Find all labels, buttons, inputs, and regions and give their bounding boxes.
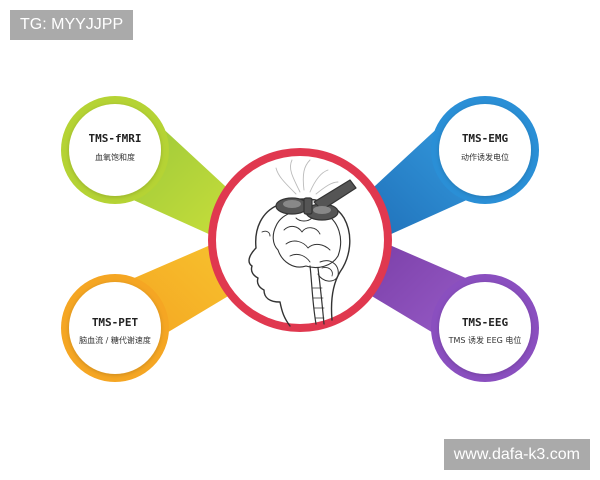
emg-node [439,104,531,196]
center-disc [216,156,384,324]
eeg-node [439,282,531,374]
pet-title: TMS-PET [92,316,139,329]
fmri-subtitle: 血氧饱和度 [95,152,135,162]
eeg-subtitle: TMS 诱发 EEG 电位 [448,335,522,345]
fmri-title: TMS-fMRI [89,132,142,145]
eeg-title: TMS-EEG [462,316,509,329]
fmri-node [69,104,161,196]
pet-node [69,282,161,374]
tg-tag: TG: MYYJJPP [10,10,134,40]
emg-title: TMS-EMG [462,132,509,145]
pet-subtitle: 脑血流 / 糖代谢速度 [79,335,151,345]
head-tms-coil-icon [248,159,357,327]
site-watermark: www.dafa-k3.com [443,439,590,470]
emg-subtitle: 动作诱发电位 [461,152,509,162]
